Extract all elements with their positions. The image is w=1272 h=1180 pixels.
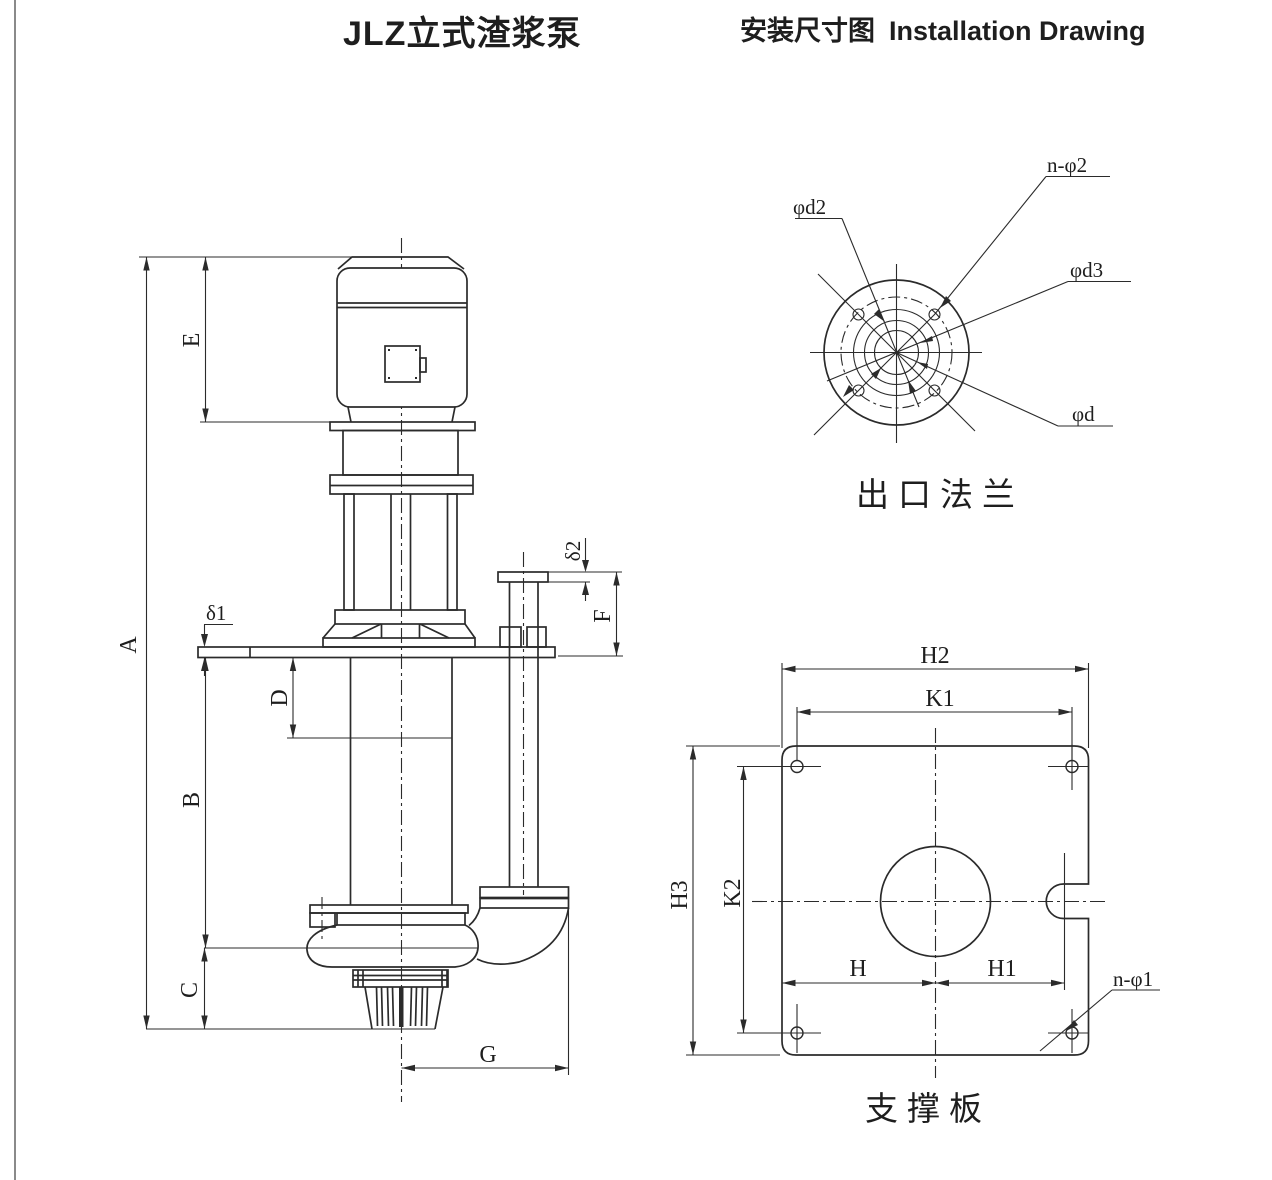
flange-caption: 出口法兰 [856,477,1024,514]
side-view-dimensions: A E B C D F G δ1 [116,256,623,1075]
outlet-flange-view: φd2 n-φ2 φd3 φd 出口法兰 [793,153,1131,514]
dim-label-f: F [590,609,616,622]
flange-label-bolts: n-φ2 [1047,153,1087,177]
pump-casing [306,897,479,968]
support-plate-view: H2 K1 H3 K2 H H1 n-φ1 [667,643,1160,1128]
plate-caption: 支撑板 [865,1091,991,1128]
dim-label-c: C [177,982,203,998]
bolt-hole [928,308,941,321]
dim-label-delta2: δ2 [561,541,585,561]
dim-delta1: δ1 [201,601,233,676]
flange-label-d3: φd3 [1070,258,1103,282]
dim-label-delta1: δ1 [206,601,226,625]
dim-label-g: G [479,1042,496,1068]
mounting-plate [197,646,556,659]
dim-label-h2: H2 [920,643,949,669]
dim-delta2: δ2 [561,538,589,601]
support-plate [781,745,1090,1056]
motor [336,256,468,423]
dim-label-e: E [179,333,205,348]
subtitle-zh: 安装尺寸图 [740,16,875,46]
bolt-hole [852,308,865,321]
page-title: JLZ立式渣浆泵 [343,15,581,53]
column-pipe [349,657,453,905]
page-subtitle: 安装尺寸图 Installation Drawing [740,16,1146,46]
plate-dimensions: H2 K1 H3 K2 H H1 n-φ1 [667,643,1160,1056]
dim-label-h: H [849,956,866,982]
support-bracket [322,609,476,648]
bearing-assembly [329,421,476,611]
dim-label-a: A [116,636,142,654]
dim-label-b: B [179,792,205,808]
dim-label-k2: K2 [720,878,746,907]
flange-label-d: φd [1072,402,1095,426]
dim-label-h1: H1 [987,956,1016,982]
discharge-pipe [468,552,570,966]
motor-junction-box [384,345,427,383]
subtitle-en: Installation Drawing [889,16,1146,46]
bolt-hole [928,384,941,397]
plate-bolt-callout: n-φ1 [1039,967,1160,1052]
pump-side-view: A E B C D F G δ1 [116,238,623,1102]
dim-label-d: D [267,689,293,706]
dim-label-h3: H3 [667,880,693,909]
flange-label-d2: φd2 [793,195,826,219]
suction-strainer [352,969,449,1030]
dim-label-n-phi1: n-φ1 [1113,967,1153,991]
dim-label-k1: K1 [925,686,954,712]
